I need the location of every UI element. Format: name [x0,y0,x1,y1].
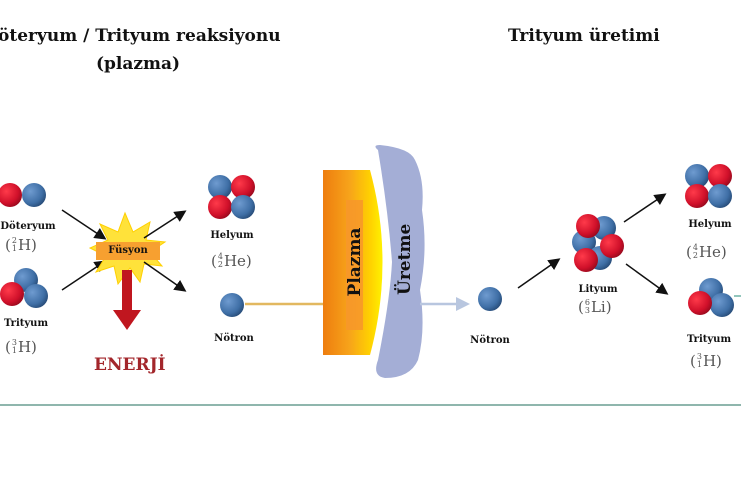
breeding-blanket [375,145,425,378]
label-neutron: Nötron [214,333,254,344]
label-tritium-right: Trityum [686,334,732,345]
arrow-fusion-to-neutron [143,261,187,292]
neutron-particle [220,293,244,317]
label-energy: ENERJİ [94,355,166,375]
arrow-lithium-to-helium [623,193,667,223]
tritium-nucleus [0,268,48,308]
label-neutron-right: Nötron [470,335,510,346]
label-fusion: Füsyon [108,245,148,256]
arrow-deuterium-to-fusion [61,209,107,240]
neutron-particle-right [478,287,502,311]
helium-nucleus-right [685,164,732,208]
title-fusion-reaction-sub: (plazma) [96,54,181,74]
arrow-tritium-to-fusion [61,260,107,291]
label-breeding: Üretme [395,223,415,295]
arrow-lithium-to-tritium [625,263,669,295]
blanket-arrowhead [456,297,470,311]
deuterium-nucleus [0,183,46,207]
label-helium-right: Helyum [688,219,732,230]
fusion-label-box [96,242,160,260]
arrow-neutron-to-lithium [517,258,561,289]
label-tritium: Trityum [3,318,49,329]
label-lithium: Lityum [578,284,618,295]
tritium-nucleus-right [688,278,734,317]
title-fusion-reaction: öteryum / Trityum reaksiyonu [0,26,281,46]
energy-arrow [113,270,141,330]
title-tritium-production: Trityum üretimi [508,26,660,46]
arrow-fusion-to-helium [143,210,187,239]
lithium-nucleus [572,214,624,272]
label-plasma: Plazma [345,227,365,297]
label-deuterium: Döteryum [0,221,56,232]
helium-nucleus [208,175,255,219]
label-helium: Helyum [210,230,254,241]
plasma-inner-band [346,200,363,330]
